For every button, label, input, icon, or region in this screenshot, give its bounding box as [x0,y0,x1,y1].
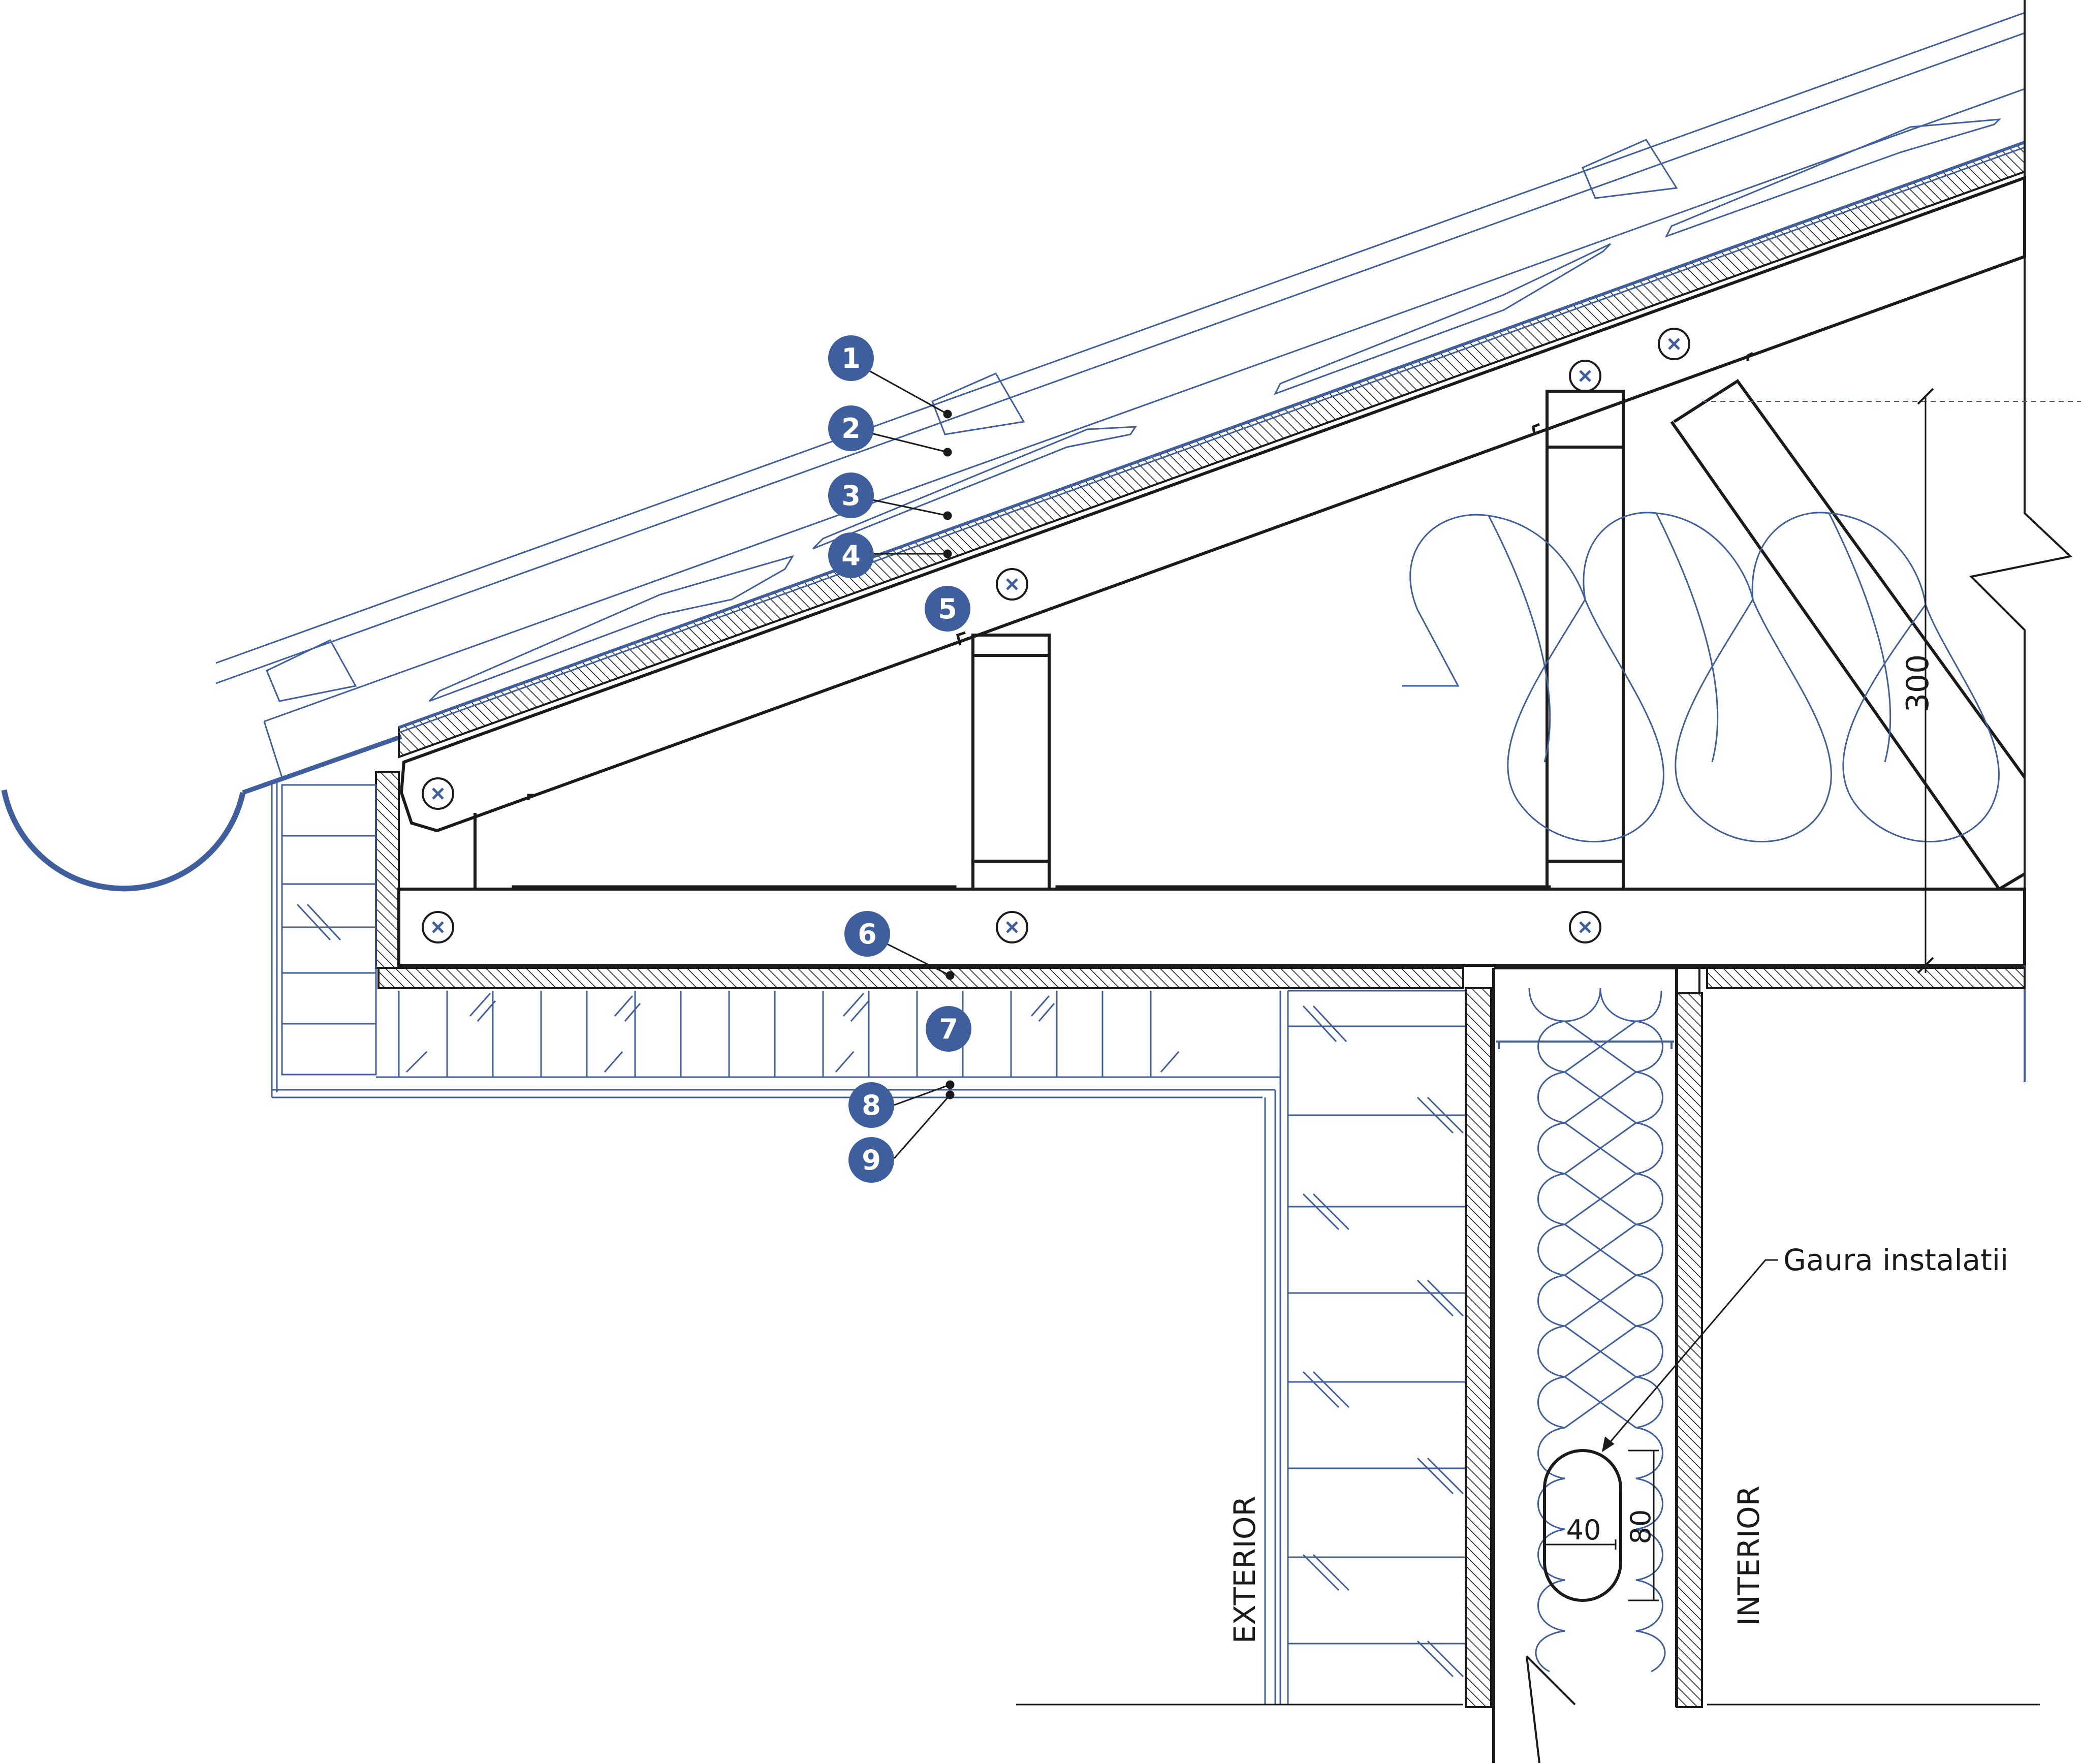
callout-7-text: 7 [939,1013,958,1045]
attic-insulation [1402,512,2000,843]
roof-tiles [215,12,2025,778]
roof-board [398,141,2026,759]
callout-badge: 7 [926,1006,971,1052]
callout-8-text: 8 [862,1089,881,1121]
callout-3-text: 3 [841,480,861,512]
soffit-cladding [271,780,1289,1705]
bolts [422,328,1690,943]
bolt-icon [996,568,1028,601]
callout-badge: 6 [844,911,890,957]
dimension-height-text: 300 [1900,654,1936,713]
bolt-icon [1658,328,1690,360]
hole-width-text: 40 [1566,1514,1601,1546]
bottom-chord [397,885,2026,967]
callout-badge: 1 [828,335,874,381]
top-chord [399,175,2026,833]
callout-9-text: 9 [862,1144,881,1176]
callout-5-text: 5 [938,593,957,625]
truss-webs [474,379,2026,891]
bolt-icon [422,911,454,943]
floor-line [1016,993,2040,1706]
callout-badge: 5 [925,586,970,632]
ceiling-board [377,967,2026,989]
exterior-label: EXTERIOR [1227,1496,1262,1644]
wall-stud-cavity [1492,966,1707,1763]
installation-hole: 40 80 [1543,1449,1659,1602]
callout-1-text: 1 [841,342,861,374]
hole-height-text: 80 [1625,1509,1657,1545]
callout-badge: 4 [828,532,874,578]
eave-framing [281,771,400,1076]
drip-edge [242,734,402,795]
callout-badge: 2 [828,405,874,451]
bolt-icon [1569,911,1601,943]
callout-6-text: 6 [858,918,877,950]
dimension-height: 300 [1900,388,1936,974]
callout-badge: 8 [848,1082,894,1128]
gutter [1,789,246,892]
bolt-icon [1569,360,1601,392]
interior-label: INTERIOR [1731,1486,1766,1626]
hole-label: Gaura instalatii [1783,1243,2008,1277]
wall-boards [1465,987,1703,1708]
callout-4-text: 4 [841,540,861,572]
callout-badge: 3 [828,472,874,518]
bolt-icon [996,911,1028,943]
bolt-icon [422,777,454,810]
callout-2-text: 2 [841,413,861,445]
exterior-cladding [1288,990,1466,1678]
callout-badge: 9 [848,1137,894,1183]
